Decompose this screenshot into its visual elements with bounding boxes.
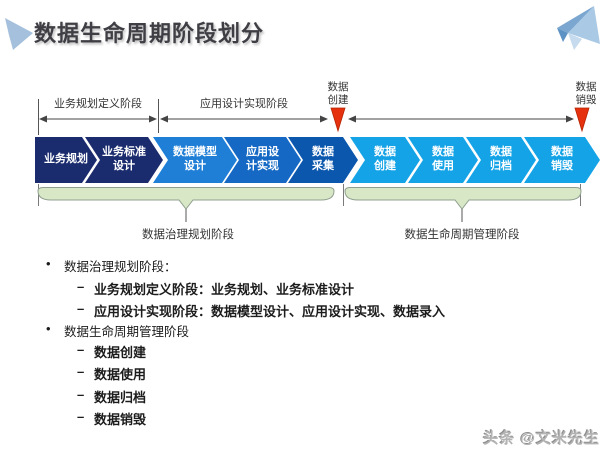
watermark: 头条 @文米先生	[483, 430, 600, 447]
bullet-item: • 数据治理规划阶段：	[40, 256, 177, 275]
create-marker-arrow-icon	[330, 107, 346, 133]
sub-bullet-text: 业务规划定义阶段：业务规划、业务标准设计	[94, 282, 355, 297]
bullet-item: • 数据生命周期管理阶段	[40, 321, 189, 340]
sub-bullet-text: 应用设计实现阶段：数据模型设计、应用设计实现、数据录入	[94, 304, 446, 319]
sub-bullet-item: – 数据创建	[40, 342, 146, 361]
sub-bullet-item: – 数据归档	[40, 387, 146, 406]
brace-governance-planning	[37, 187, 335, 222]
sub-bullet-item: – 数据销毁	[40, 409, 146, 428]
sub-bullet-text: 数据销毁	[94, 412, 147, 427]
marker-label-data-destroy: 数据 销毁	[575, 81, 597, 106]
dash-marker: –	[77, 364, 85, 379]
sub-bullet-text: 数据使用	[94, 367, 147, 382]
sub-bullet-item: – 业务规划定义阶段：业务规划、业务标准设计	[40, 279, 354, 298]
bullet-marker: •	[46, 321, 51, 336]
brace-label-lifecycle-management: 数据生命周期管理阶段	[404, 229, 520, 241]
dash-marker: –	[77, 279, 85, 294]
sub-bullet-item: – 数据使用	[40, 364, 146, 383]
sub-bullet-item: – 应用设计实现阶段：数据模型设计、应用设计实现、数据录入	[40, 301, 445, 320]
sub-bullet-text: 数据归档	[94, 390, 147, 405]
dash-marker: –	[77, 342, 85, 357]
stage-data-model-design: 数据模型 设计	[153, 137, 237, 183]
dash-marker: –	[77, 409, 85, 424]
stage-business-planning: 业务规划	[35, 137, 97, 183]
dim-label-planning-definition: 业务规划定义阶段	[54, 98, 142, 110]
dash-marker: –	[77, 387, 85, 402]
bullet-marker: •	[46, 256, 51, 271]
paper-plane-icon	[557, 6, 600, 50]
title-accent-triangle-icon	[5, 18, 33, 50]
dim-label-app-design: 应用设计实现阶段	[200, 98, 288, 110]
sub-bullet-text: 数据创建	[94, 345, 147, 360]
brace-lifecycle-management	[344, 187, 582, 222]
dimension-lines	[38, 99, 590, 135]
destroy-marker-arrow-icon	[574, 107, 590, 133]
dash-marker: –	[77, 301, 85, 316]
bullet-text: 数据治理规划阶段：	[64, 260, 177, 274]
brace-tick-middle	[343, 184, 344, 206]
marker-label-data-create: 数据 创建	[327, 81, 349, 106]
bullet-text: 数据生命周期管理阶段	[64, 325, 190, 339]
page-title: 数据生命周期阶段划分	[34, 21, 265, 46]
stage-data-creation: 数据 创建	[350, 137, 420, 183]
brace-label-governance-planning: 数据治理规划阶段	[142, 229, 234, 241]
